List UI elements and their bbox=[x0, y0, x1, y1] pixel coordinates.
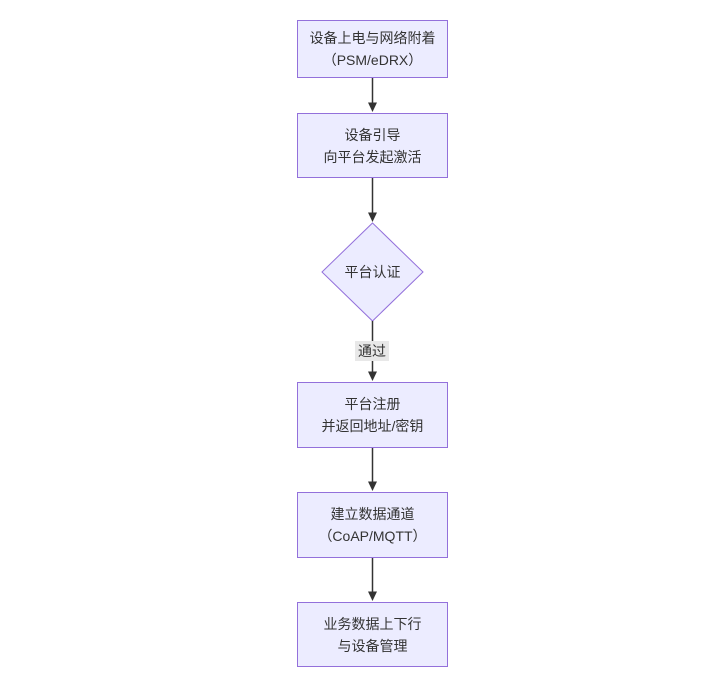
edge-2-arrowhead-icon bbox=[368, 212, 377, 222]
node-data-channel-line2: （CoAP/MQTT） bbox=[318, 528, 427, 544]
edge-1-arrowhead-icon bbox=[368, 102, 377, 112]
node-business-data-line1: 业务数据上下行 bbox=[323, 615, 422, 632]
node-power-attach-line1: 设备上电与网络附着 bbox=[309, 30, 436, 46]
node-power-attach-line2: （PSM/eDRX） bbox=[322, 52, 423, 68]
node-power-attach: 设备上电与网络附着 （PSM/eDRX） bbox=[297, 20, 448, 78]
node-bootstrap-line1: 设备引导 bbox=[344, 126, 401, 143]
node-bootstrap: 设备引导 向平台发起激活 bbox=[297, 113, 448, 178]
node-register: 平台注册 并返回地址/密钥 bbox=[297, 382, 448, 448]
edge-4-arrowhead-icon bbox=[368, 481, 377, 491]
node-data-channel-line1: 建立数据通道 bbox=[330, 506, 415, 522]
edge-5-arrowhead-icon bbox=[368, 591, 377, 601]
edge-3-arrowhead-icon bbox=[368, 371, 377, 381]
node-business-data: 业务数据上下行 与设备管理 bbox=[297, 602, 448, 667]
node-bootstrap-line2: 向平台发起激活 bbox=[323, 148, 422, 165]
edge-label-pass: 通过 bbox=[355, 341, 389, 361]
node-register-line1: 平台注册 bbox=[344, 396, 401, 412]
node-register-line2: 并返回地址/密钥 bbox=[321, 418, 424, 434]
decision-platform-auth-label: 平台认证 bbox=[344, 264, 401, 280]
node-business-data-line2: 与设备管理 bbox=[337, 637, 408, 654]
node-data-channel: 建立数据通道 （CoAP/MQTT） bbox=[297, 492, 448, 558]
